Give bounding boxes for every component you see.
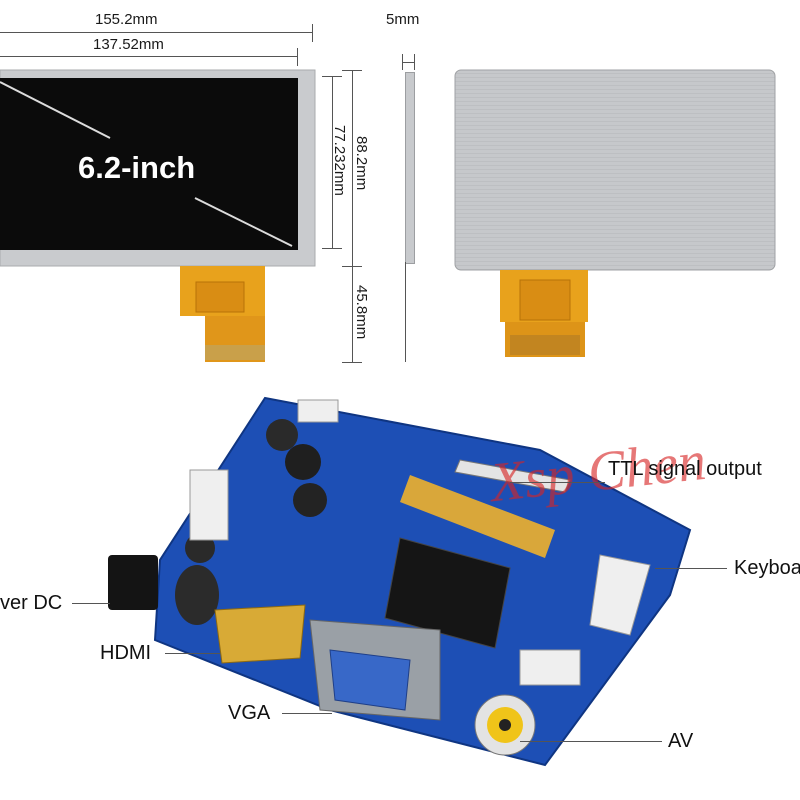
screen-size-label: 6.2-inch <box>78 150 196 185</box>
main-chip <box>384 537 511 649</box>
controller-board <box>108 396 692 767</box>
vga-label: VGA <box>228 702 271 724</box>
outer-height-tick-top <box>342 70 362 71</box>
thickness-tick-right <box>414 54 415 70</box>
side-view-tail <box>405 262 406 362</box>
active-width-tick <box>297 48 298 66</box>
thickness-tick-left <box>402 54 403 70</box>
outer-height-label: 88.2mm <box>353 136 370 191</box>
av-label: AV <box>668 730 694 752</box>
hdmi-callout-line <box>165 653 220 654</box>
outer-height-line <box>352 70 353 266</box>
active-height-tick-top <box>322 76 342 77</box>
power-dc-label: ver DC <box>0 592 63 614</box>
active-width-line <box>0 56 297 57</box>
fpc-length-tick <box>342 362 362 363</box>
hdmi-label: HDMI <box>100 642 152 664</box>
vga-callout-line <box>282 713 332 714</box>
fpc-length-line <box>352 266 353 362</box>
keyboard-label: Keyboa <box>734 557 800 579</box>
outer-width-tick <box>312 24 313 42</box>
fpc-length-label: 45.8mm <box>353 285 370 340</box>
power-callout-line <box>72 603 110 604</box>
outer-width-line <box>0 32 312 33</box>
active-width-label: 137.52mm <box>93 36 164 53</box>
thickness-label: 5mm <box>386 11 420 28</box>
thickness-line <box>402 62 414 63</box>
ttl-callout-line <box>510 482 605 483</box>
front-panel-illustration <box>0 69 316 362</box>
side-view-strip <box>405 72 415 264</box>
outer-width-label: 155.2mm <box>95 11 158 28</box>
keyboard-callout-line <box>655 568 727 569</box>
back-panel-view <box>454 69 776 357</box>
front-panel-view: 6.2-inch <box>0 0 380 370</box>
active-height-line <box>332 76 333 248</box>
active-height-label: 77.232mm <box>331 125 348 196</box>
active-height-tick-bottom <box>322 248 342 249</box>
av-callout-line <box>520 741 662 742</box>
ttl-label: TTL signal output <box>608 458 762 480</box>
